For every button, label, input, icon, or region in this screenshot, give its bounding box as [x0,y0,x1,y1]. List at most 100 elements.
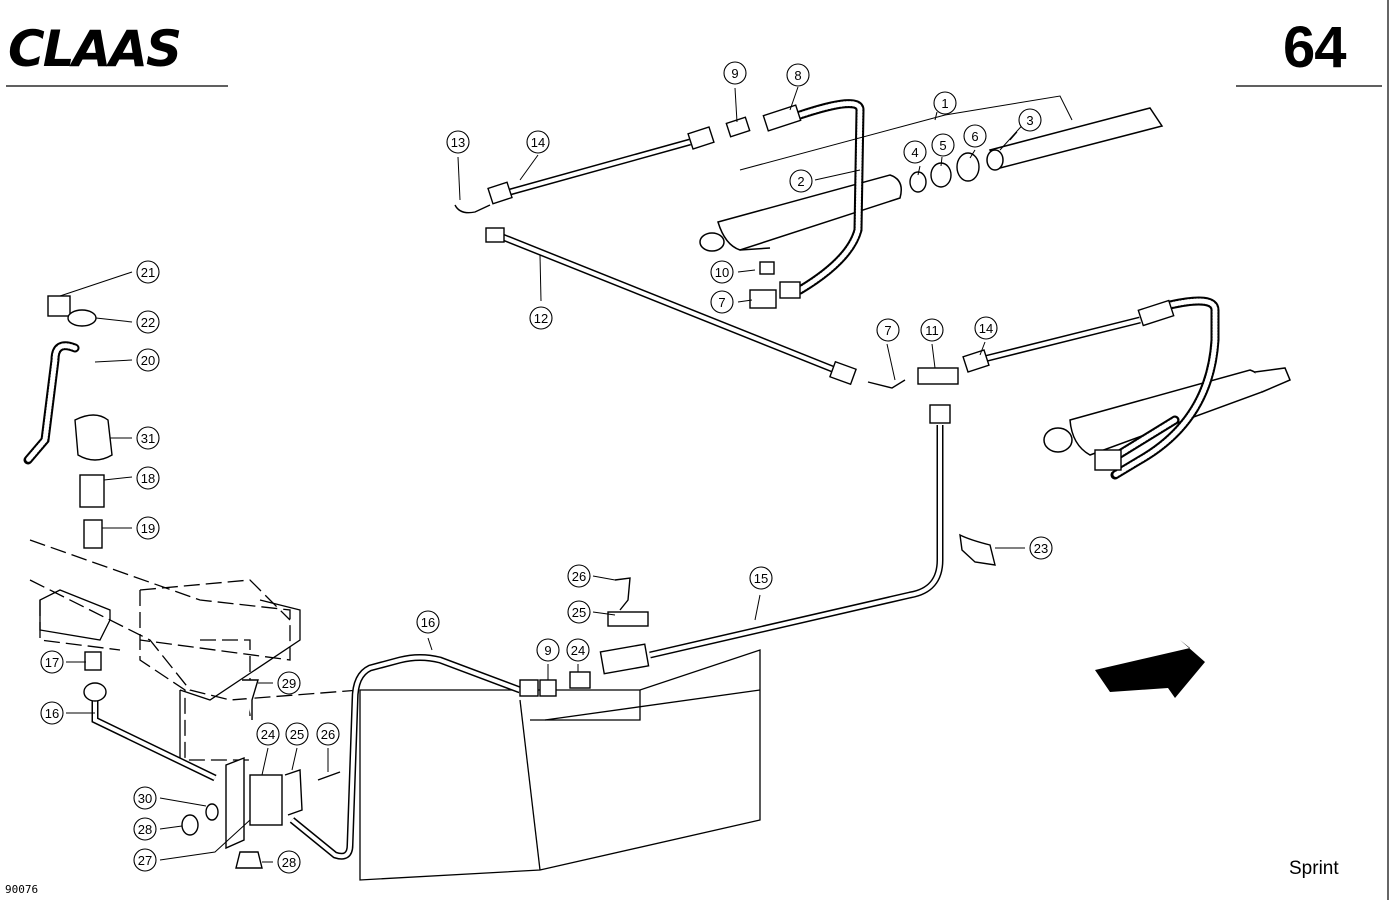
model-name: Sprint [1289,858,1339,879]
callout-circle [963,124,987,148]
callout-circle [133,786,157,810]
callout-label: 28 [138,822,152,837]
callout-bubble: 1 [933,91,957,115]
direction-arrow-icon [1095,640,1205,698]
callout-circle [566,638,590,662]
callout-circle [526,130,550,154]
callout-circle [931,133,955,157]
callout-circle [933,91,957,115]
callout-bubble: 10 [710,260,734,284]
callout-bubble: 16 [40,701,64,725]
callout-bubble: 25 [285,722,309,746]
callout-bubble: 20 [136,348,160,372]
callout-label: 1 [941,96,948,111]
callout-label: 29 [282,676,296,691]
callout-bubble: 9 [723,61,747,85]
callout-circle [136,516,160,540]
callout-circle [974,316,998,340]
callout-circle [133,848,157,872]
callout-bubble: 25 [567,600,591,624]
callout-circle [277,671,301,695]
callout-circle [256,722,280,746]
callout-circle [133,817,157,841]
cylinder-lower [1043,367,1291,456]
callout-label: 17 [45,655,59,670]
leader-lines [59,86,1073,863]
callout-bubble: 30 [133,786,157,810]
callout-label: 13 [451,135,465,150]
callout-circle [529,306,553,330]
callout-label: 27 [138,853,152,868]
rigid-pipes [91,138,1141,860]
callout-bubble: 3 [1018,108,1042,132]
callout-label: 14 [979,321,993,336]
callout-label: 31 [141,431,155,446]
callout-circle [416,610,440,634]
pipe-inner [93,140,1141,859]
callout-label: 25 [290,727,304,742]
callout-label: 20 [141,353,155,368]
callout-bubble: 28 [133,817,157,841]
callout-bubble: 21 [136,260,160,284]
callout-bubble: 29 [277,671,301,695]
callout-circle [536,638,560,662]
callout-label: 11 [925,323,939,338]
callout-bubble: 19 [136,516,160,540]
hose-stipple [25,101,1218,478]
callout-circle [749,566,773,590]
callout-bubble: 26 [567,564,591,588]
callout-circle [567,600,591,624]
callout-bubble: 23 [1029,536,1053,560]
callout-label: 15 [754,571,768,586]
callout-label: 18 [141,471,155,486]
callout-bubble: 4 [903,140,927,164]
callout-circle [710,290,734,314]
machine-frame-solid [39,589,761,881]
callout-bubble: 9 [536,638,560,662]
callout-circle [567,564,591,588]
callout-label: 22 [141,315,155,330]
callout-label: 9 [544,643,551,658]
callout-circle [136,426,160,450]
callout-label: 6 [971,129,978,144]
callout-label: 26 [321,727,335,742]
callout-label: 21 [141,265,155,280]
callout-circle [723,61,747,85]
callout-circle [710,260,734,284]
drawing-number: 90076 [5,883,39,896]
callout-circle [1018,108,1042,132]
fittings [47,104,1175,869]
callout-label: 24 [571,643,585,658]
callout-bubble: 15 [749,566,773,590]
callout-label: 25 [572,605,586,620]
callout-label: 3 [1026,113,1033,128]
callout-circle [136,310,160,334]
callout-label: 16 [421,615,435,630]
callout-label: 8 [794,68,801,83]
callout-bubble: 7 [710,290,734,314]
page-number: 64 [1283,15,1347,80]
callout-circle [285,722,309,746]
callout-label: 14 [531,135,545,150]
callout-circle [786,63,810,87]
callout-label: 5 [939,138,946,153]
callout-circle [903,140,927,164]
callout-circle [277,850,301,874]
callout-bubble: 2 [789,169,813,193]
callout-label: 12 [534,311,548,326]
callout-circle [316,722,340,746]
callout-label: 23 [1034,541,1048,556]
brand-logo-text: CLAAS [8,20,180,74]
callout-circle [789,169,813,193]
callout-label: 24 [261,727,275,742]
callout-label: 9 [731,66,738,81]
callout-label: 16 [45,706,59,721]
callout-label: 7 [884,323,891,338]
callout-bubble: 12 [529,306,553,330]
callout-bubble: 24 [256,722,280,746]
callout-label: 7 [718,295,725,310]
callout-bubble: 14 [974,316,998,340]
